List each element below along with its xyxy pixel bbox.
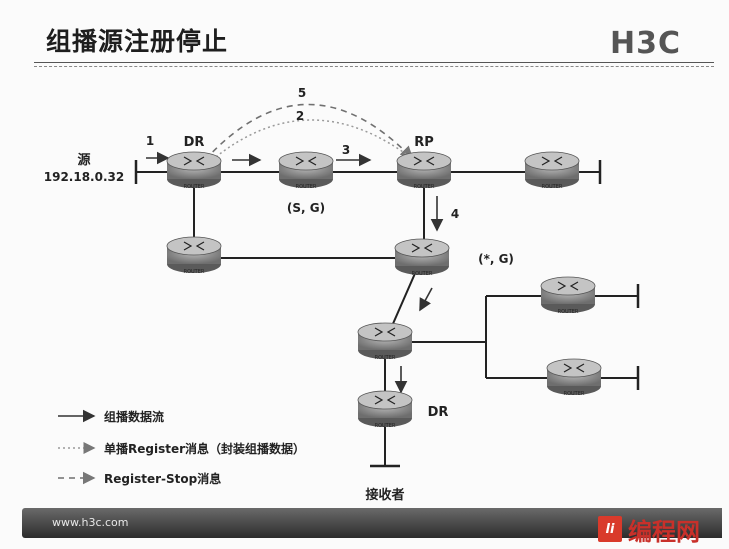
footer-url: www.h3c.com <box>52 516 129 529</box>
sg-label: (S, G) <box>287 201 325 215</box>
step-label-4: 4 <box>451 207 459 221</box>
router-branch-top: ROUTER <box>540 276 596 315</box>
router-left-lower: ROUTER <box>166 236 222 275</box>
h3c-logo: H3C <box>610 26 681 61</box>
router-mid-top: ROUTER <box>278 151 334 190</box>
router-text: ROUTER <box>412 271 433 277</box>
router-text: ROUTER <box>542 184 563 190</box>
router-text: ROUTER <box>184 269 205 275</box>
router-branch-center: ROUTER <box>357 322 413 361</box>
router-text: ROUTER <box>296 184 317 190</box>
router-center-lower: ROUTER <box>394 238 450 277</box>
title-divider <box>34 62 714 63</box>
router-text: ROUTER <box>414 184 435 190</box>
legend-multicast-flow: 组播数据流 <box>104 409 164 424</box>
flow-arrow-diagonal <box>419 287 433 312</box>
title-divider-dashed <box>34 66 714 67</box>
starg-label: (*, G) <box>478 252 514 266</box>
receiver-label: 接收者 <box>365 487 404 503</box>
router-dr-bottom: ROUTER <box>357 390 413 429</box>
source-ip: 192.18.0.32 <box>44 170 124 184</box>
rp-label: RP <box>414 135 434 150</box>
watermark: li 编程网 <box>598 514 726 546</box>
dr-bottom-label: DR <box>428 405 449 420</box>
router-text: ROUTER <box>564 391 585 397</box>
router-text: ROUTER <box>184 184 205 190</box>
router-text: ROUTER <box>375 355 396 361</box>
legend: 组播数据流 单播Register消息（封装组播数据） Register-Stop… <box>58 409 305 486</box>
register-path <box>211 119 416 161</box>
watermark-logo-icon: li <box>598 516 622 542</box>
multicast-flow-arrows <box>146 151 444 394</box>
source-label: 源 <box>77 152 90 168</box>
step-label-2: 2 <box>296 109 304 123</box>
router-text: ROUTER <box>375 423 396 429</box>
router-right-top: ROUTER <box>524 151 580 190</box>
router-branch-bottom: ROUTER <box>546 358 602 397</box>
watermark-text: 编程网 <box>628 517 700 546</box>
step-label-1: 1 <box>146 134 154 148</box>
router-dr-top: ROUTER <box>166 151 222 190</box>
router-text: ROUTER <box>558 309 579 315</box>
legend-register-stop: Register-Stop消息 <box>104 471 221 486</box>
page-title: 组播源注册停止 <box>46 27 229 56</box>
step-label-5: 5 <box>298 86 306 100</box>
step-label-3: 3 <box>342 143 350 157</box>
legend-register: 单播Register消息（封装组播数据） <box>104 441 305 456</box>
dr-top-label: DR <box>184 135 205 150</box>
segment-terminators <box>134 160 640 468</box>
router-rp: ROUTER <box>396 151 452 190</box>
register-stop-path <box>204 103 414 161</box>
